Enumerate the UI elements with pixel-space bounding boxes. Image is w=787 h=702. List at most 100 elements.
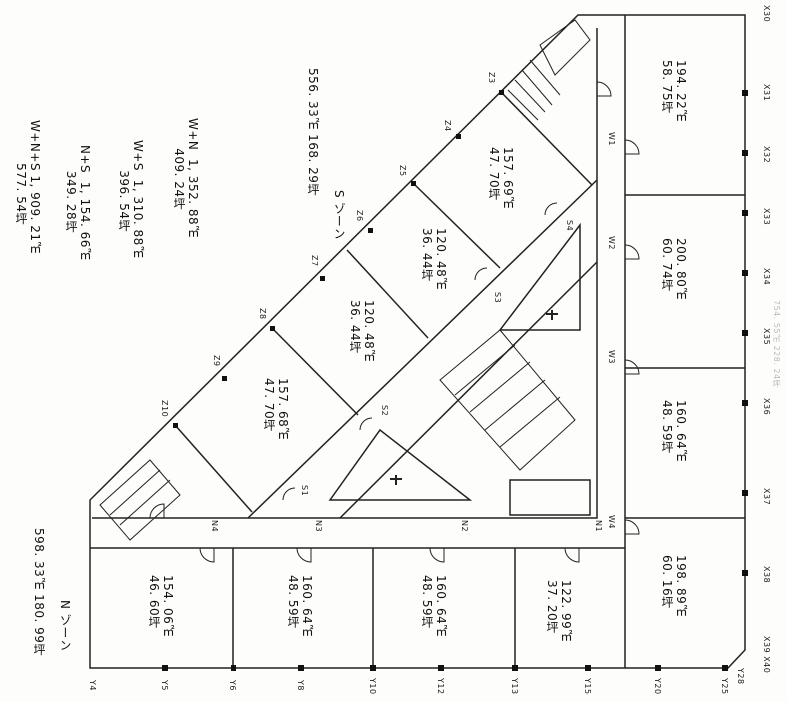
room-area-tsubo: 48. 59坪 — [286, 575, 300, 629]
grid-label-z: Z9 — [212, 355, 221, 367]
room-area-m2: 160. 64㎡ — [674, 400, 688, 462]
total-n-s: N+S 1, 154. 66㎡ 349. 28坪 — [64, 145, 92, 260]
room-area-tsubo: 46. 60坪 — [147, 575, 161, 629]
room-area-tsubo: 47. 70坪 — [262, 378, 276, 432]
corridor-label-w: W2 — [607, 236, 616, 250]
total-tsubo: 409. 24坪 — [172, 148, 186, 211]
s-zone-area: 556. 33㎡ 168. 29坪 — [306, 68, 320, 196]
grid-label-y: Y28 — [736, 668, 745, 685]
grid-label-x: X34 — [762, 268, 771, 286]
room-area-m2: 198. 89㎡ — [674, 555, 688, 617]
room-area-m2: 120. 48㎡ — [434, 228, 448, 290]
door-icon — [149, 81, 640, 563]
total-label: W+N+S — [28, 120, 42, 172]
corridor-label-n: N2 — [460, 520, 469, 533]
corridor-label-s: S4 — [565, 220, 574, 232]
grid-label-y: Y12 — [436, 678, 445, 695]
total-tsubo: 396. 54坪 — [117, 170, 131, 233]
total-m2: 1, 352. 88㎡ — [186, 159, 200, 238]
n-zone-area: 598. 33㎡ 180. 99坪 — [32, 528, 46, 656]
room-area-tsubo: 36. 44坪 — [348, 300, 362, 354]
room-area-tsubo: 58. 75坪 — [660, 60, 674, 114]
restroom-icon — [390, 310, 558, 485]
grid-label-x: X35 — [762, 328, 771, 346]
corridor-label-n: N3 — [314, 520, 323, 533]
outer-wall — [89, 14, 746, 669]
w-zone-area-tsubo: 228. 24坪 — [772, 345, 781, 389]
grid-label-y: Y25 — [720, 678, 729, 695]
total-tsubo: 577. 54坪 — [14, 163, 28, 225]
total-m2: 1, 909. 21㎡ — [28, 175, 42, 254]
w-zone-area: 754. 55㎡ 228. 24坪 — [772, 300, 781, 388]
grid-label-y: Y6 — [228, 680, 237, 691]
grid-label-x: X37 — [762, 488, 771, 506]
grid-label-y: Y5 — [160, 680, 169, 691]
diagonal-corridor-wall — [339, 261, 598, 519]
total-label: W+S — [131, 140, 145, 172]
grid-marker — [162, 90, 748, 671]
grid-label-y: Y8 — [296, 680, 305, 691]
room-area-m2: 160. 64㎡ — [434, 575, 448, 637]
stairs-icon — [99, 19, 591, 541]
grid-label-y: Y4 — [88, 680, 97, 691]
service-core — [328, 428, 473, 501]
grid-label-x: X36 — [762, 398, 771, 416]
room-area-tsubo: 48. 59坪 — [660, 400, 674, 454]
grid-label-z: Z7 — [310, 255, 319, 267]
service-core — [509, 479, 591, 516]
room-area-tsubo: 60. 16坪 — [660, 555, 674, 609]
room-area-m2: 154. 06㎡ — [161, 575, 175, 637]
corridor-wall — [92, 28, 598, 519]
room-area-tsubo: 37. 20坪 — [545, 580, 559, 634]
n-zone-name: N ゾーン — [58, 600, 72, 652]
corridor-label-s: S2 — [380, 405, 389, 417]
grid-label-z: Z6 — [355, 210, 364, 222]
corridor-label-n: N4 — [210, 520, 219, 533]
corridor-label-w: W1 — [607, 132, 616, 146]
grid-label-z: Z4 — [443, 120, 452, 132]
corridor-label-n: N1 — [594, 520, 603, 533]
total-w-n: W+N 1, 352. 88㎡ 409. 24坪 — [172, 118, 200, 238]
grid-label-y: Y13 — [510, 678, 519, 695]
room-area-m2: 157. 69㎡ — [501, 147, 515, 209]
room-area-m2: 160. 64㎡ — [300, 575, 314, 637]
corridor-label-w: W3 — [607, 350, 616, 364]
diagonal-corridor-wall — [247, 179, 598, 519]
corridor-label-s: S1 — [300, 485, 309, 497]
grid-label-z: Z10 — [160, 400, 169, 418]
grid-label-x: X32 — [762, 146, 771, 164]
total-label: W+N — [186, 118, 200, 151]
room-area-m2: 122. 99㎡ — [559, 580, 573, 642]
total-m2: 1, 310. 88㎡ — [131, 179, 145, 259]
s-room-divider — [174, 92, 593, 513]
room-area-tsubo: 60. 74坪 — [660, 238, 674, 292]
grid-label-y: Y10 — [368, 678, 377, 695]
corridor-label-w: W4 — [607, 515, 616, 529]
total-label: N+S — [78, 145, 92, 174]
total-w-s: W+S 1, 310. 88㎡ 396. 54坪 — [117, 140, 145, 258]
room-area-tsubo: 36. 44坪 — [420, 228, 434, 282]
room-area-tsubo: 47. 70坪 — [487, 147, 501, 201]
total-m2: 1, 154. 66㎡ — [78, 181, 92, 261]
n-room-divider — [232, 548, 516, 668]
room-area-tsubo: 48. 59坪 — [420, 575, 434, 629]
w-room-divider — [625, 194, 745, 519]
w-zone-area-m2: 754. 55㎡ — [772, 300, 781, 343]
grid-label-x: X30 — [762, 5, 771, 23]
grid-label-x: X38 — [762, 566, 771, 584]
room-area-m2: 120. 48㎡ — [362, 300, 376, 362]
